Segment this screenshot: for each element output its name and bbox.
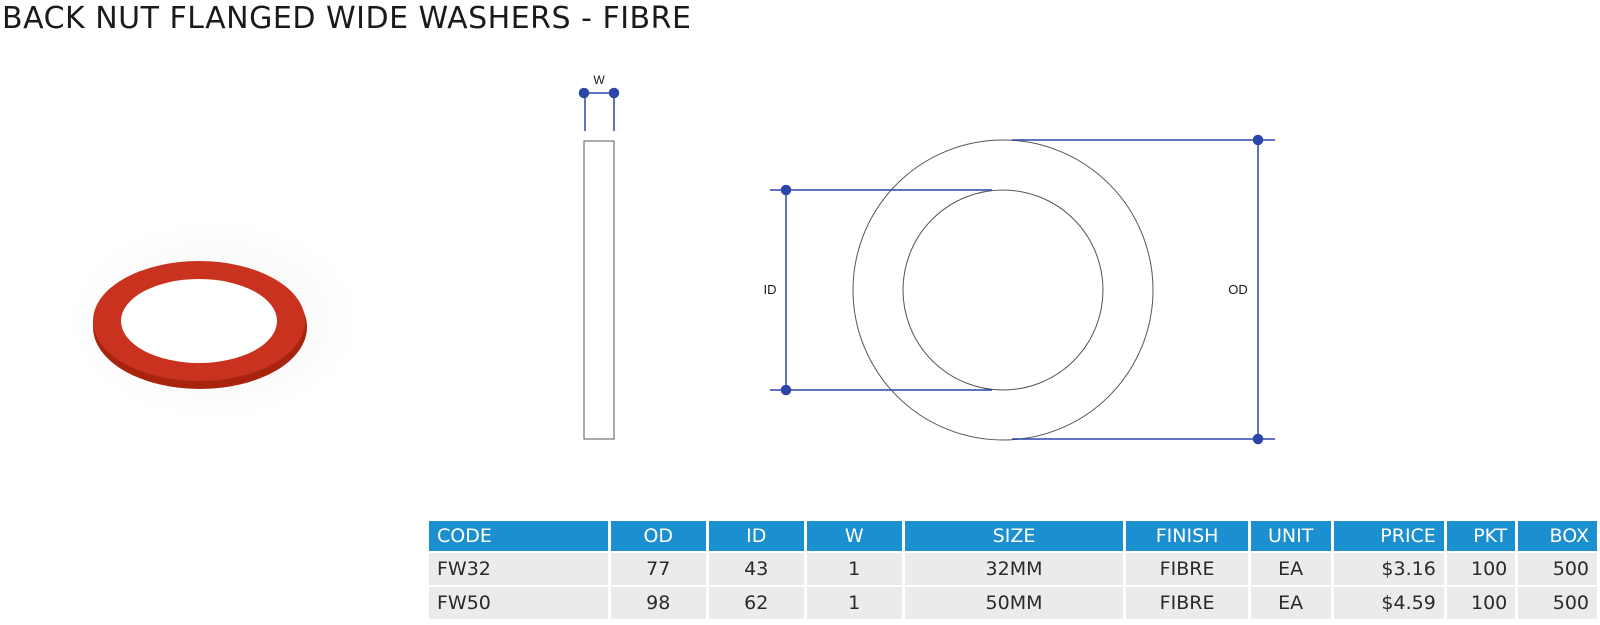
cell-pkt: 100 — [1446, 553, 1516, 585]
col-header-od: OD — [610, 521, 706, 551]
od-dimension — [1012, 134, 1275, 445]
table-row: FW50 98 62 1 50MM FIBRE EA $4.59 100 500 — [429, 587, 1597, 619]
col-header-unit: UNIT — [1250, 521, 1331, 551]
cell-finish: FIBRE — [1126, 553, 1248, 585]
cell-od: 77 — [610, 553, 706, 585]
cell-size: 50MM — [904, 587, 1124, 619]
cell-finish: FIBRE — [1126, 587, 1248, 619]
inner-circle — [902, 189, 1104, 391]
cell-unit: EA — [1250, 553, 1331, 585]
cell-w: 1 — [806, 553, 902, 585]
cell-od: 98 — [610, 587, 706, 619]
col-header-box: BOX — [1518, 521, 1597, 551]
cell-price: $4.59 — [1333, 587, 1444, 619]
col-header-finish: FINISH — [1126, 521, 1248, 551]
cell-unit: EA — [1250, 587, 1331, 619]
id-dimension — [770, 184, 992, 396]
spec-table: CODE OD ID W SIZE FINISH UNIT PRICE PKT … — [426, 519, 1600, 621]
cell-box: 500 — [1518, 553, 1597, 585]
cell-box: 500 — [1518, 587, 1597, 619]
od-label: OD — [1228, 282, 1248, 297]
col-header-id: ID — [708, 521, 804, 551]
washer-side-profile — [583, 140, 615, 440]
width-dimension — [578, 87, 620, 131]
cell-id: 62 — [708, 587, 804, 619]
col-header-size: SIZE — [904, 521, 1124, 551]
outer-circle — [852, 139, 1154, 441]
cell-size: 32MM — [904, 553, 1124, 585]
table-header-row: CODE OD ID W SIZE FINISH UNIT PRICE PKT … — [429, 521, 1597, 551]
cell-code: FW50 — [429, 587, 608, 619]
id-label: ID — [764, 282, 777, 297]
cell-price: $3.16 — [1333, 553, 1444, 585]
cell-w: 1 — [806, 587, 902, 619]
page-title: BACK NUT FLANGED WIDE WASHERS - FIBRE — [2, 1, 692, 36]
col-header-price: PRICE — [1333, 521, 1444, 551]
width-label: W — [593, 73, 605, 87]
col-header-pkt: PKT — [1446, 521, 1516, 551]
col-header-w: W — [806, 521, 902, 551]
dimension-diagram: W ID OD — [578, 73, 1275, 445]
table-row: FW32 77 43 1 32MM FIBRE EA $3.16 100 500 — [429, 553, 1597, 585]
cell-code: FW32 — [429, 553, 608, 585]
cell-pkt: 100 — [1446, 587, 1516, 619]
washer-photo — [70, 220, 360, 420]
col-header-code: CODE — [429, 521, 608, 551]
cell-id: 43 — [708, 553, 804, 585]
